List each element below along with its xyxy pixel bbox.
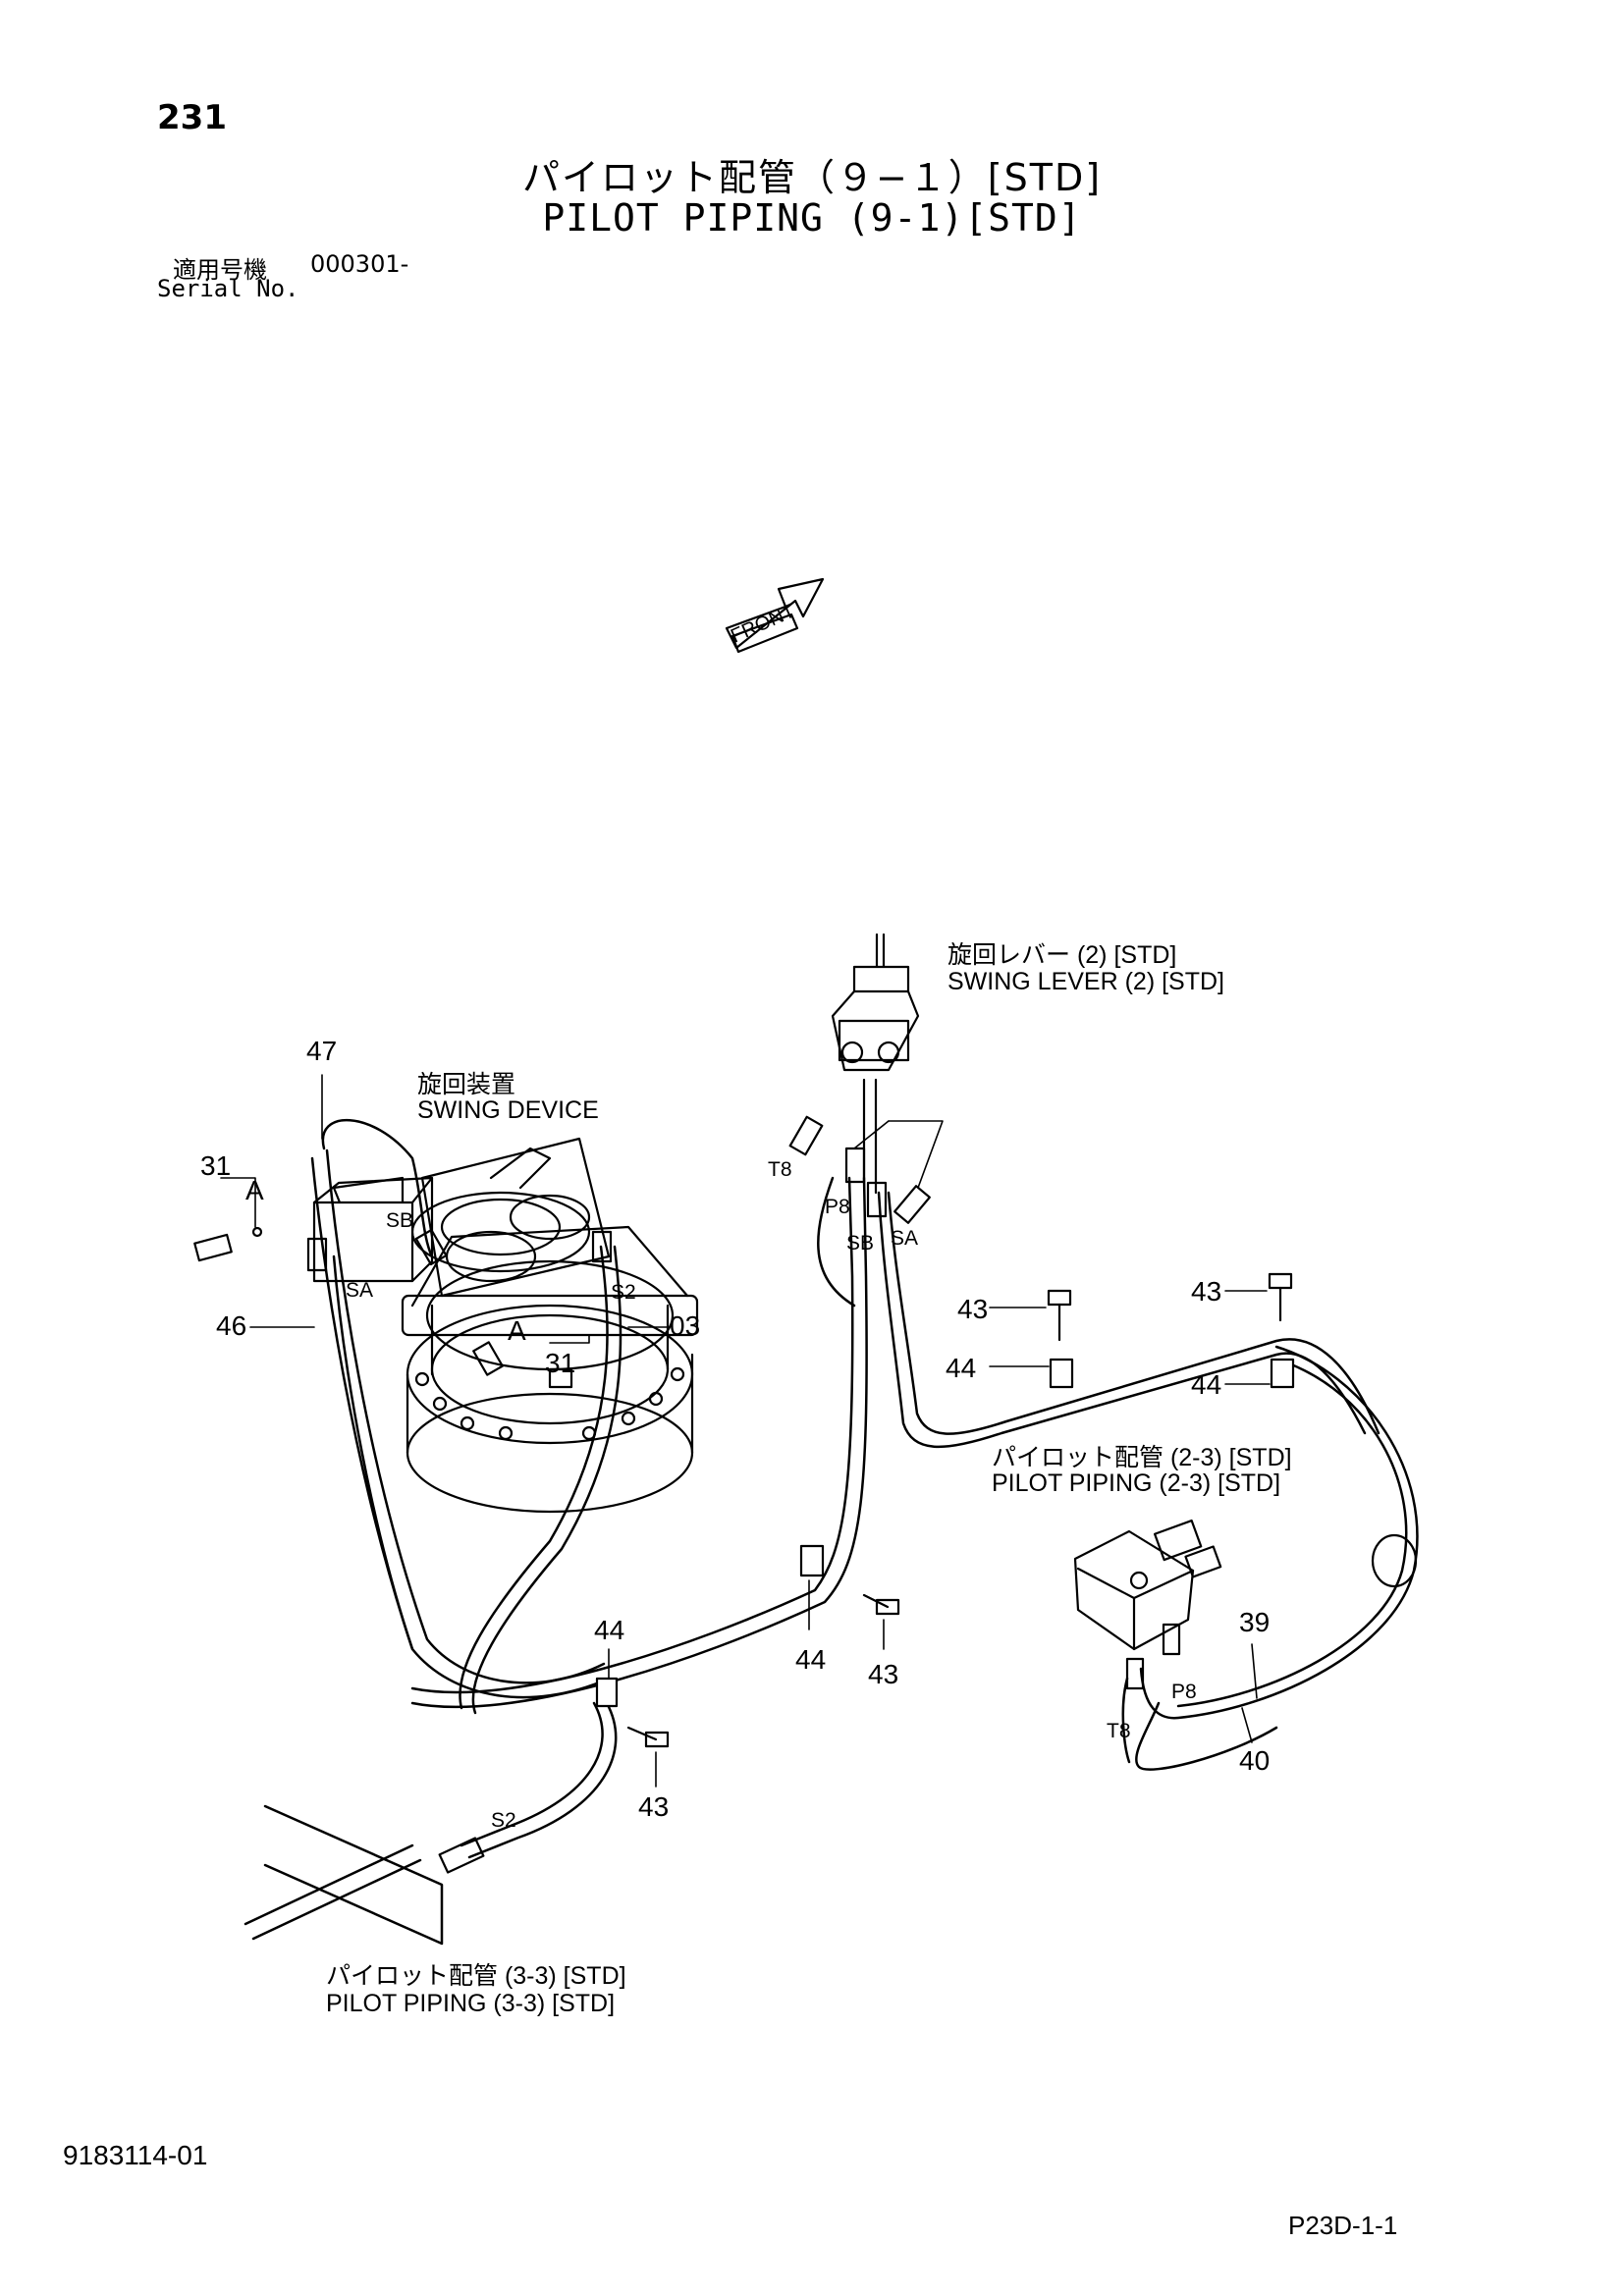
pilot-piping-33-label-en: PILOT PIPING (3-3) [STD] (326, 1990, 616, 2017)
serial-label-english: Serial No. (157, 275, 299, 302)
callout-43-c: 43 (868, 1659, 899, 1689)
port-s2-device: S2 (611, 1281, 636, 1304)
port-sb-device: SB (386, 1209, 414, 1232)
view-a-marker-1: A (245, 1175, 264, 1205)
valve-block-drawing (1073, 1519, 1222, 1651)
fittings (193, 1115, 1181, 1874)
pilot-piping-23-label-en: PILOT PIPING (2-3) [STD] (992, 1469, 1281, 1497)
port-sb-lever: SB (846, 1232, 875, 1255)
callout-31-bottom: 31 (545, 1348, 576, 1378)
callout-03: 03 (670, 1310, 701, 1341)
callout-40: 40 (1239, 1745, 1271, 1776)
port-t8-bottom: T8 (1107, 1720, 1131, 1742)
leader-lines (220, 1074, 1271, 1788)
port-s2-lower: S2 (491, 1809, 516, 1832)
port-p8-bottom: P8 (1171, 1681, 1197, 1703)
pilot-piping-23-label-jp: パイロット配管 (2-3) [STD] (992, 1444, 1292, 1471)
page-number: 231 (157, 98, 227, 137)
front-arrow-icon: FRONT (725, 577, 825, 654)
title-english: PILOT PIPING (9-1)[STD] (542, 196, 1082, 240)
page-code: P23D-1-1 (1288, 2211, 1398, 2240)
callout-44-b: 44 (1191, 1369, 1222, 1400)
serial-value: 000301- (310, 250, 409, 278)
port-sa-lever: SA (891, 1227, 919, 1250)
callout-43-b: 43 (1191, 1276, 1222, 1307)
port-sa-device: SA (346, 1279, 374, 1302)
swing-lever-label-jp: 旋回レバー (2) [STD] (947, 941, 1177, 969)
callout-46: 46 (216, 1310, 247, 1341)
swing-device-label-en: SWING DEVICE (417, 1096, 599, 1124)
swing-device-label-jp: 旋回装置 (417, 1071, 516, 1098)
swing-device-drawing (312, 1137, 699, 1514)
port-p8-top: P8 (825, 1196, 850, 1218)
front-label: FRONT (728, 600, 798, 647)
title-japanese: パイロット配管（９−１）[STD] (521, 156, 1103, 199)
view-a-marker-2: A (508, 1315, 526, 1346)
pilot-piping-33-label-jp: パイロット配管 (3-3) [STD] (326, 1962, 626, 1990)
serial-label-japanese: 適用号機 (173, 256, 267, 284)
pilot-pipes (244, 1118, 1419, 1946)
callout-31-top: 31 (200, 1150, 232, 1181)
callout-39: 39 (1239, 1607, 1271, 1637)
swing-lever-drawing (831, 933, 920, 1195)
bolts (626, 1272, 1293, 1748)
port-t8-top: T8 (768, 1158, 792, 1181)
callout-44-d: 44 (795, 1644, 827, 1675)
callout-43-d: 43 (638, 1791, 670, 1822)
callout-47: 47 (306, 1036, 338, 1066)
callout-43-a: 43 (957, 1294, 989, 1324)
swing-lever-label-en: SWING LEVER (2) [STD] (947, 968, 1224, 995)
drawing-number: 9183114-01 (63, 2140, 208, 2170)
callout-44-a: 44 (946, 1353, 977, 1383)
callout-44-c: 44 (594, 1615, 625, 1645)
clamps (595, 1358, 1418, 1708)
